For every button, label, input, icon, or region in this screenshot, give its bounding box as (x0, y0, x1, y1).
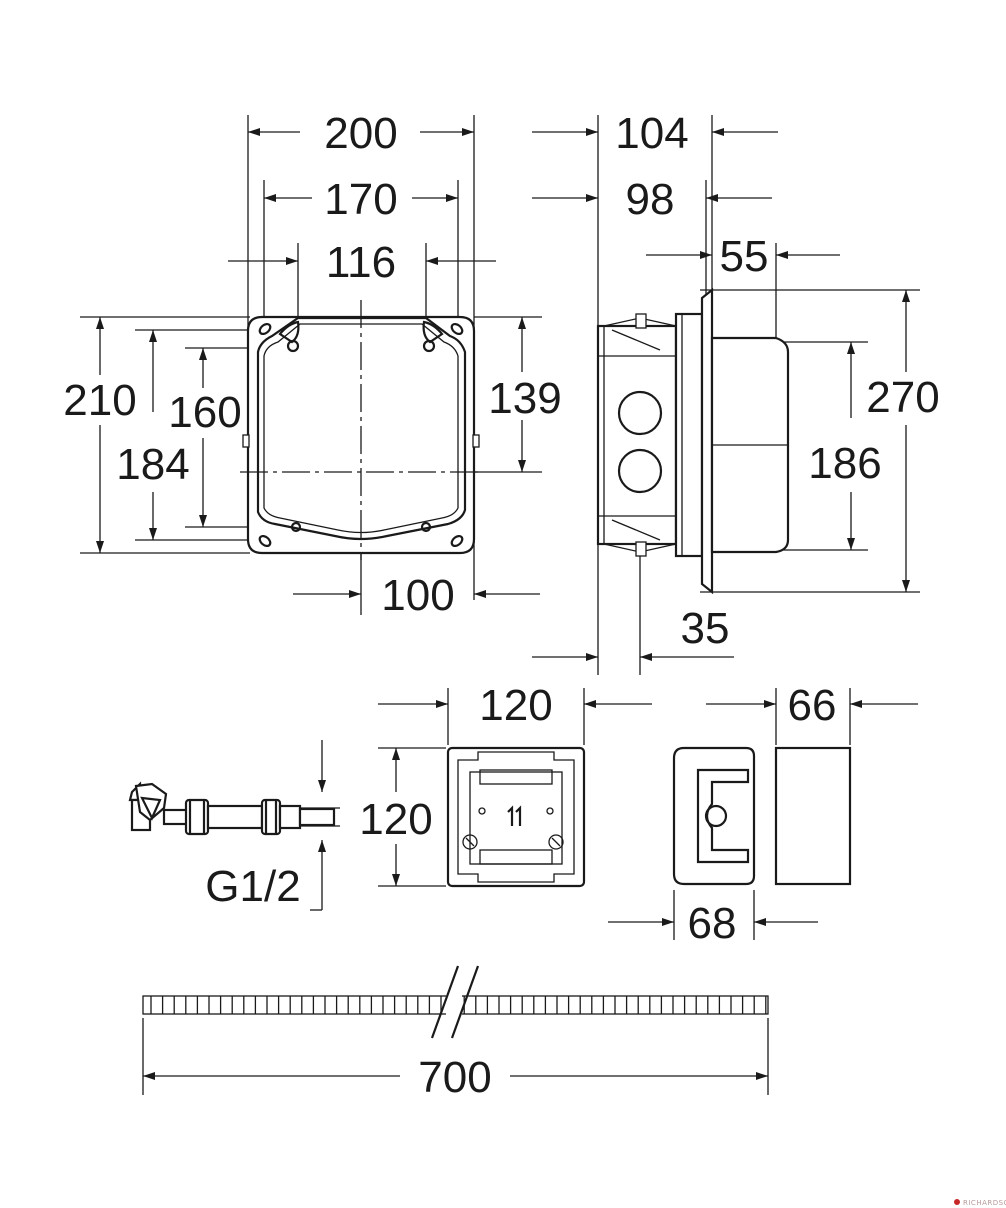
side-box-body (596, 313, 678, 557)
dim-700: 700 (418, 1053, 491, 1102)
watermark-text: RICHARDSON (963, 1199, 1006, 1207)
dim-210: 210 (63, 376, 136, 425)
cover-parts: 66 68 (608, 681, 918, 948)
side-dimension-labels: 104 98 55 35 270 186 (615, 109, 939, 653)
dim-120-height: 120 (359, 795, 432, 844)
dim-104: 104 (615, 109, 688, 158)
front-dimension-labels: 200 170 116 210 160 184 139 100 (63, 109, 561, 620)
side-dimension-arrows (532, 128, 910, 661)
dim-184: 184 (116, 440, 189, 489)
dim-170: 170 (324, 175, 397, 224)
side-view: 104 98 55 35 270 186 (532, 109, 940, 675)
front-mounting-holes (242, 320, 480, 548)
watermark-logo: RICHARDSON (954, 1199, 1006, 1207)
dim-139: 139 (488, 374, 561, 423)
module-front: 120 120 (359, 681, 652, 888)
sealing-strip: 700 (142, 965, 769, 1102)
side-frame (674, 312, 704, 558)
strip-serration (150, 996, 767, 1014)
valve-connector: G1/2 (128, 740, 340, 911)
dim-160: 160 (168, 388, 241, 437)
dim-186: 186 (808, 439, 881, 488)
dim-g1-2: G1/2 (205, 862, 300, 911)
dim-200: 200 (324, 109, 397, 158)
front-centre-lines (240, 300, 482, 560)
side-plate (700, 287, 714, 595)
front-view: 200 170 116 210 160 184 139 100 (63, 109, 561, 620)
dim-116: 116 (326, 238, 396, 287)
dim-68: 68 (688, 899, 737, 948)
dim-270: 270 (866, 373, 939, 422)
dim-35: 35 (681, 604, 730, 653)
front-box-inner-wall (256, 316, 467, 541)
dim-98: 98 (626, 175, 675, 224)
front-box-inner-outline (263, 323, 459, 534)
front-dimension-arrows (96, 128, 540, 598)
part-68 (672, 746, 756, 886)
part-66 (774, 746, 852, 886)
dim-120-width: 120 (479, 681, 552, 730)
dim-66: 66 (788, 681, 837, 730)
dim-55: 55 (720, 232, 769, 281)
dim-100: 100 (381, 571, 454, 620)
